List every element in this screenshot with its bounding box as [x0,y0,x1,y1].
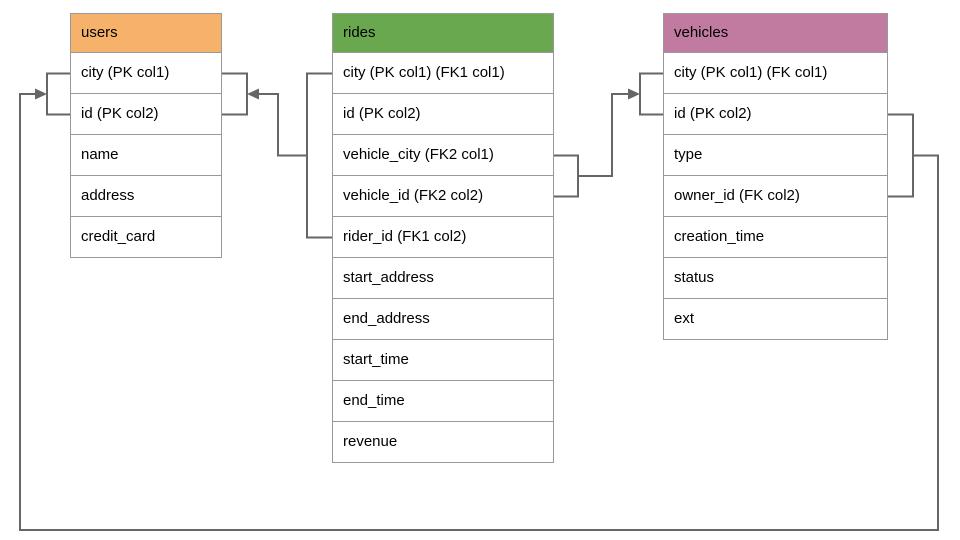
table-users-row-city: city (PK col1) [70,53,222,94]
table-users-row-credit-card: credit_card [70,217,222,258]
table-rides-row-start-time: start_time [332,340,554,381]
table-rides-title: rides [332,13,554,53]
vehicles-right-bracket [887,113,914,198]
table-vehicles-row-ext: ext [663,299,888,340]
table-vehicles-row-status: status [663,258,888,299]
table-rides-row-rider-id: rider_id (FK1 col2) [332,217,554,258]
table-vehicles: vehicles city (PK col1) (FK col1) id (PK… [663,13,888,340]
table-vehicles-title: vehicles [663,13,888,53]
table-rides: rides city (PK col1) (FK1 col1) id (PK c… [332,13,554,463]
table-users-row-id: id (PK col2) [70,94,222,135]
arrowhead-into-users-right [247,88,259,100]
table-users-title: users [70,13,222,53]
table-users-row-name: name [70,135,222,176]
table-rides-row-end-address: end_address [332,299,554,340]
table-rides-row-revenue: revenue [332,422,554,463]
arrowhead-into-vehicles-left [628,88,640,100]
table-rides-row-vehicle-city: vehicle_city (FK2 col1) [332,135,554,176]
rides-right-bracket [553,154,579,198]
table-users-row-address: address [70,176,222,217]
table-rides-row-end-time: end_time [332,381,554,422]
fk-line-vehicles-to-users [19,93,939,531]
users-left-bracket [46,72,71,116]
table-rides-row-id: id (PK col2) [332,94,554,135]
table-vehicles-row-type: type [663,135,888,176]
table-vehicles-row-id: id (PK col2) [663,94,888,135]
users-right-bracket [221,72,248,116]
rides-left-bracket [306,72,333,239]
table-rides-row-start-address: start_address [332,258,554,299]
arrowhead-into-users-left [35,88,47,100]
table-vehicles-row-owner-id: owner_id (FK col2) [663,176,888,217]
fk-line-rides-to-vehicles [577,93,630,177]
table-rides-row-city: city (PK col1) (FK1 col1) [332,53,554,94]
vehicles-left-bracket [639,72,664,116]
table-vehicles-row-city: city (PK col1) (FK col1) [663,53,888,94]
table-vehicles-row-creation-time: creation_time [663,217,888,258]
table-users: users city (PK col1) id (PK col2) name a… [70,13,222,258]
table-rides-row-vehicle-id: vehicle_id (FK2 col2) [332,176,554,217]
fk-line-rides-to-users [257,93,308,157]
